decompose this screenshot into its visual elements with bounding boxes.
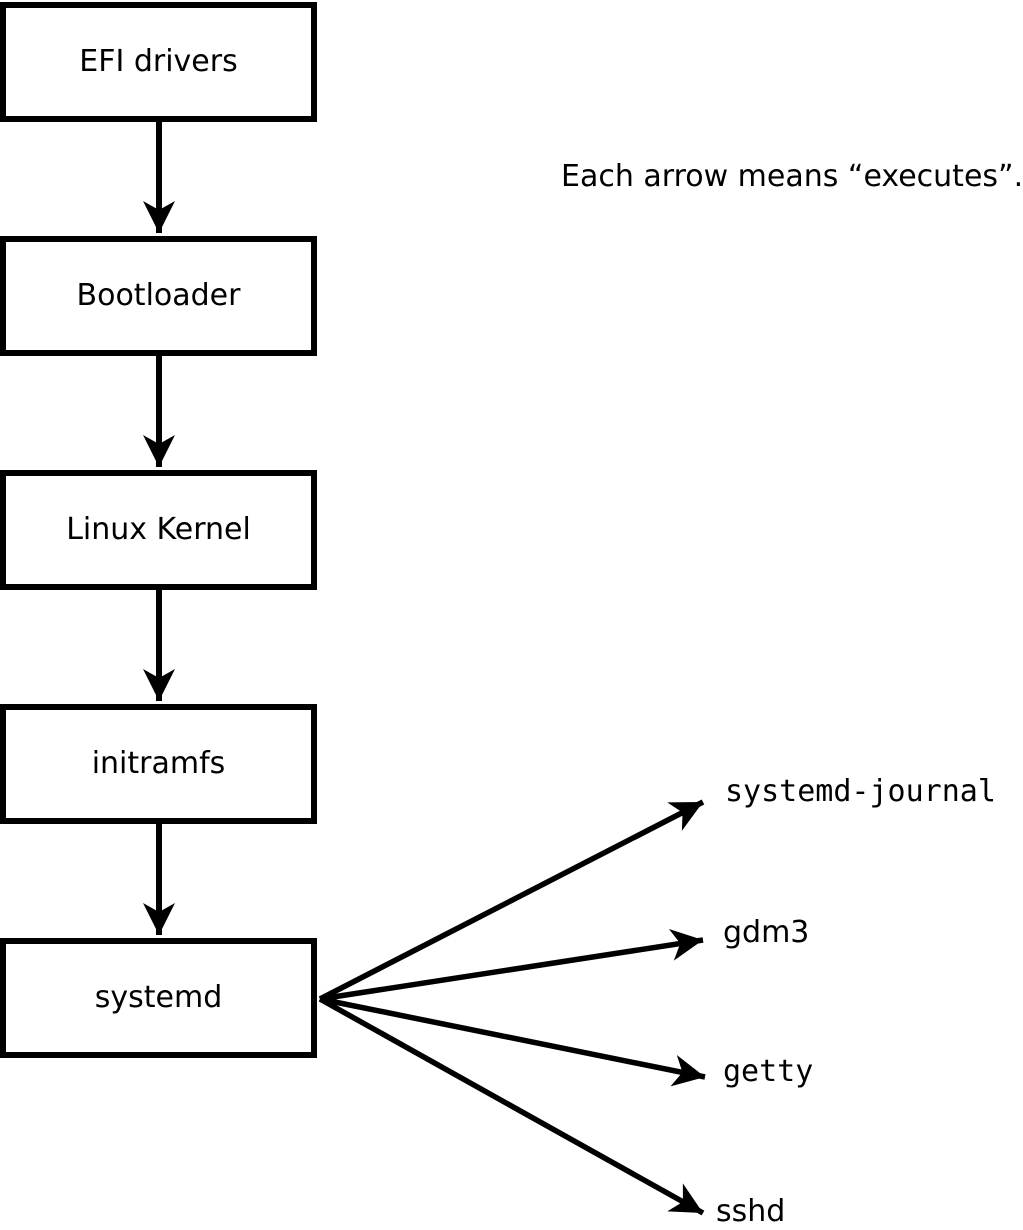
arrow-systemd-to-gdm3: [319, 929, 704, 1002]
node-systemd-label: systemd: [94, 980, 223, 1015]
label-systemd-journal: systemd-journal: [725, 774, 996, 809]
node-initramfs: initramfs: [0, 704, 317, 824]
arrow-systemd-to-systemd-journal: [318, 799, 705, 1002]
node-efi-drivers-label: EFI drivers: [79, 44, 238, 79]
label-sshd: sshd: [716, 1194, 786, 1229]
caption: Each arrow means “executes”.: [561, 159, 1023, 194]
node-initramfs-label: initramfs: [91, 746, 226, 781]
node-linux-kernel-label: Linux Kernel: [66, 512, 251, 547]
node-bootloader-label: Bootloader: [76, 278, 241, 313]
arrow-systemd-to-getty: [319, 996, 706, 1087]
arrow-systemd-to-sshd: [318, 996, 705, 1216]
node-bootloader: Bootloader: [0, 236, 317, 356]
node-efi-drivers: EFI drivers: [0, 2, 317, 122]
node-systemd: systemd: [0, 938, 317, 1058]
label-gdm3: gdm3: [723, 915, 810, 950]
label-getty: getty: [723, 1054, 814, 1089]
node-linux-kernel: Linux Kernel: [0, 470, 317, 590]
